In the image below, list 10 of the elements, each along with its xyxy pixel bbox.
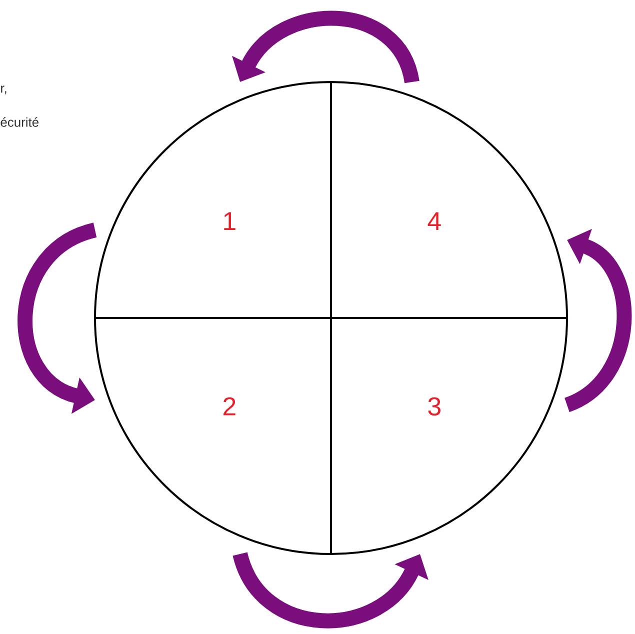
number: 4: [428, 212, 441, 230]
quadrant: [94, 317, 332, 555]
quadrant: [94, 81, 332, 319]
note-text: r,: [1, 86, 6, 94]
number: 2: [224, 397, 236, 416]
number: 1: [224, 212, 236, 230]
note-text: écurité: [0, 117, 38, 127]
number: 3: [428, 397, 440, 416]
quadrant: [330, 81, 568, 319]
quadrant: [330, 317, 568, 555]
